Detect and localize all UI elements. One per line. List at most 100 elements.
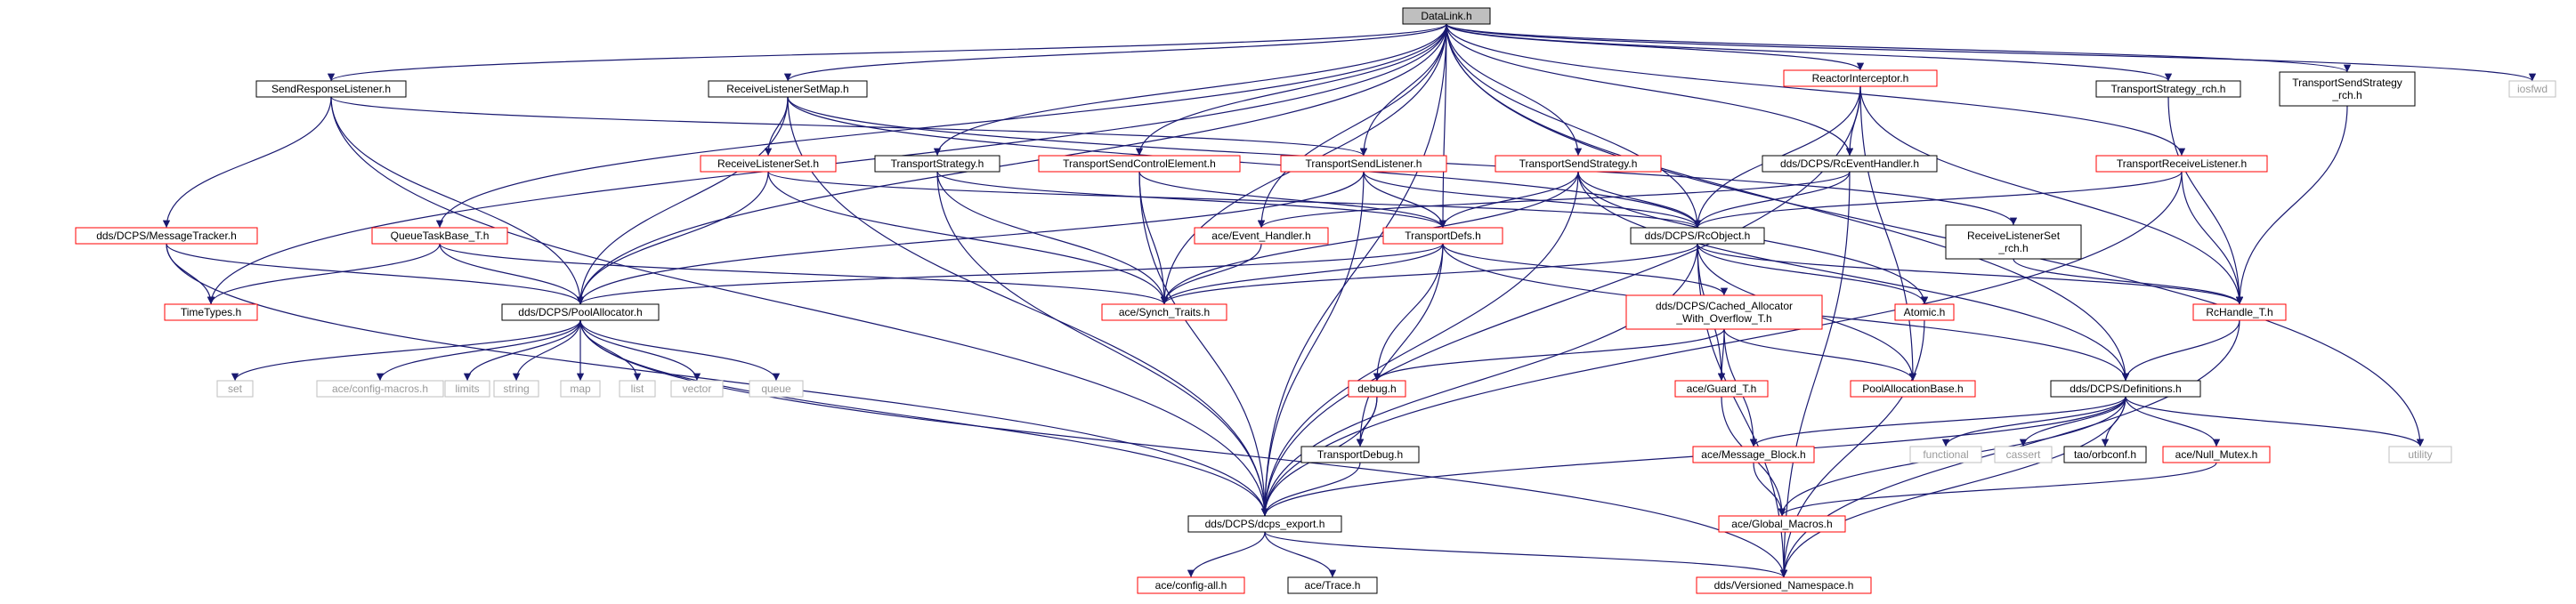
edge-defs-to-functional xyxy=(1941,396,2126,447)
node-acetrace[interactable]: ace/Trace.h xyxy=(1287,576,1378,594)
edge-tdefs-to-cached xyxy=(1442,243,1729,296)
node-functional: functional xyxy=(1909,446,1982,463)
node-box xyxy=(1495,155,1662,173)
node-orbconf[interactable]: tao/orbconf.h xyxy=(2063,446,2147,463)
node-label: RcHandle_T.h xyxy=(2206,306,2272,318)
node-nullmutex[interactable]: ace/Null_Mutex.h xyxy=(2162,446,2271,463)
node-box xyxy=(1625,294,1823,330)
node-datalink[interactable]: DataLink.h xyxy=(1402,7,1491,25)
edge-sendresp-to-tsl xyxy=(330,96,1367,157)
node-box xyxy=(1909,446,1982,463)
node-qtb[interactable]: QueueTaskBase_T.h xyxy=(371,227,508,245)
node-tsce[interactable]: TransportSendControlElement.h xyxy=(1038,155,1241,173)
node-tsl[interactable]: TransportSendListener.h xyxy=(1280,155,1447,173)
node-box xyxy=(1402,7,1491,25)
node-utility: utility xyxy=(2388,446,2452,463)
node-label: SendResponseListener.h xyxy=(271,83,391,95)
node-tss[interactable]: TransportSendStrategy.h xyxy=(1495,155,1662,173)
node-reactor[interactable]: ReactorInterceptor.h xyxy=(1783,69,1938,87)
edge-defs-to-cassert xyxy=(2019,396,2126,447)
edge-trl-to-rcobj xyxy=(1693,171,2183,229)
node-synch[interactable]: ace/Synch_Traits.h xyxy=(1101,303,1227,321)
edge-reactor-to-rchandle xyxy=(1859,85,2244,305)
node-map: map xyxy=(560,380,601,398)
node-globalm[interactable]: ace/Global_Macros.h xyxy=(1718,515,1846,533)
node-tdebug[interactable]: TransportDebug.h xyxy=(1300,446,1420,463)
node-box xyxy=(1280,155,1447,173)
node-rlsm[interactable]: ReceiveListenerSetMap.h xyxy=(708,80,868,98)
node-trl[interactable]: TransportReceiveListener.h xyxy=(2095,155,2268,173)
edge-sendresp-to-msgtrk xyxy=(162,96,332,229)
node-box xyxy=(560,380,601,398)
edge-pool-to-string xyxy=(512,319,581,382)
edge-cached-to-poolbase xyxy=(1723,328,1917,382)
node-defs[interactable]: dds/DCPS/Definitions.h xyxy=(2050,380,2201,398)
node-rlsrch[interactable]: ReceiveListenerSet_rch.h xyxy=(1945,224,2082,260)
edge-msgtrk-to-pool xyxy=(166,243,585,305)
node-label: dds/DCPS/Definitions.h xyxy=(2070,383,2181,395)
node-box xyxy=(2162,446,2271,463)
node-aceeh[interactable]: ace/Event_Handler.h xyxy=(1194,227,1329,245)
node-box xyxy=(1630,227,1765,245)
node-sendresp[interactable]: SendResponseListener.h xyxy=(255,80,407,98)
node-ttypes[interactable]: TimeTypes.h xyxy=(164,303,258,321)
node-box xyxy=(2063,446,2147,463)
node-rchandle[interactable]: RcHandle_T.h xyxy=(2192,303,2287,321)
node-rls[interactable]: ReceiveListenerSet.h xyxy=(700,155,837,173)
node-debug[interactable]: debug.h xyxy=(1348,380,1406,398)
node-label: tao/orbconf.h xyxy=(2074,448,2136,461)
node-box xyxy=(1894,303,1955,321)
node-rcobj[interactable]: dds/DCPS/RcObject.h xyxy=(1630,227,1765,245)
node-aceconfig[interactable]: ace/config-all.h xyxy=(1137,576,1245,594)
node-tstrat[interactable]: TransportStrategy.h xyxy=(874,155,1000,173)
edge-rcobj-to-atomic xyxy=(1697,243,1929,305)
node-label: ace/Synch_Traits.h xyxy=(1119,306,1210,318)
node-label: DataLink.h xyxy=(1421,10,1471,22)
edge-tsl-to-dcpsexp xyxy=(1260,171,1365,517)
node-box xyxy=(1137,576,1245,594)
edge-tdefs-to-tdebug xyxy=(1356,243,1444,447)
node-rceh[interactable]: dds/DCPS/RcEventHandler.h xyxy=(1762,155,1938,173)
node-acecfgm: ace/config-macros.h xyxy=(316,380,444,398)
edge-pool-to-acecfgm xyxy=(376,319,581,382)
node-msgblock[interactable]: ace/Message_Block.h xyxy=(1692,446,1815,463)
node-box xyxy=(1696,576,1872,594)
node-box xyxy=(619,380,656,398)
edge-tsl-to-tdefs xyxy=(1363,171,1447,229)
edge-dcpsexp-to-versioned xyxy=(1264,531,1788,578)
node-label: ace/Event_Handler.h xyxy=(1211,230,1310,242)
node-box xyxy=(2050,380,2201,398)
node-tssrch[interactable]: TransportSendStrategy_rch.h xyxy=(2279,71,2416,107)
node-tsrch[interactable]: TransportStrategy_rch.h xyxy=(2095,80,2241,98)
edge-rcobj-to-dcpsexp xyxy=(1260,243,1698,517)
node-label: ace/Message_Block.h xyxy=(1701,448,1805,461)
edge-pool-to-queue xyxy=(579,319,781,382)
node-atomic[interactable]: Atomic.h xyxy=(1894,303,1955,321)
edge-tss-to-tdefs xyxy=(1438,171,1579,229)
node-poolbase[interactable]: PoolAllocationBase.h xyxy=(1850,380,1976,398)
edge-datalink-to-rceh xyxy=(1446,23,1854,157)
node-box xyxy=(708,80,868,98)
node-label: string xyxy=(503,383,529,395)
node-tdefs[interactable]: TransportDefs.h xyxy=(1382,227,1503,245)
node-box xyxy=(2388,446,2452,463)
node-box xyxy=(216,380,254,398)
node-cached[interactable]: dds/DCPS/Cached_Allocator_With_Overflow_… xyxy=(1625,294,1823,330)
edge-datalink-to-utility xyxy=(1446,23,2425,447)
node-label: ace/config-macros.h xyxy=(332,383,428,395)
node-pool[interactable]: dds/DCPS/PoolAllocator.h xyxy=(501,303,660,321)
node-queue: queue xyxy=(749,380,804,398)
node-label: debug.h xyxy=(1357,383,1396,395)
edge-rls-to-rcobj xyxy=(767,171,1701,229)
node-string: string xyxy=(493,380,539,398)
node-box xyxy=(670,380,724,398)
node-label: ReceiveListenerSet.h xyxy=(717,157,819,170)
node-guard[interactable]: ace/Guard_T.h xyxy=(1674,380,1769,398)
edge-defs-to-utility xyxy=(2125,396,2425,447)
node-box xyxy=(1674,380,1769,398)
node-msgtrk[interactable]: dds/DCPS/MessageTracker.h xyxy=(75,227,258,245)
node-versioned[interactable]: dds/Versioned_Namespace.h xyxy=(1696,576,1872,594)
edge-tsl-to-rcobj xyxy=(1363,171,1702,229)
node-dcpsexp[interactable]: dds/DCPS/dcps_export.h xyxy=(1187,515,1342,533)
